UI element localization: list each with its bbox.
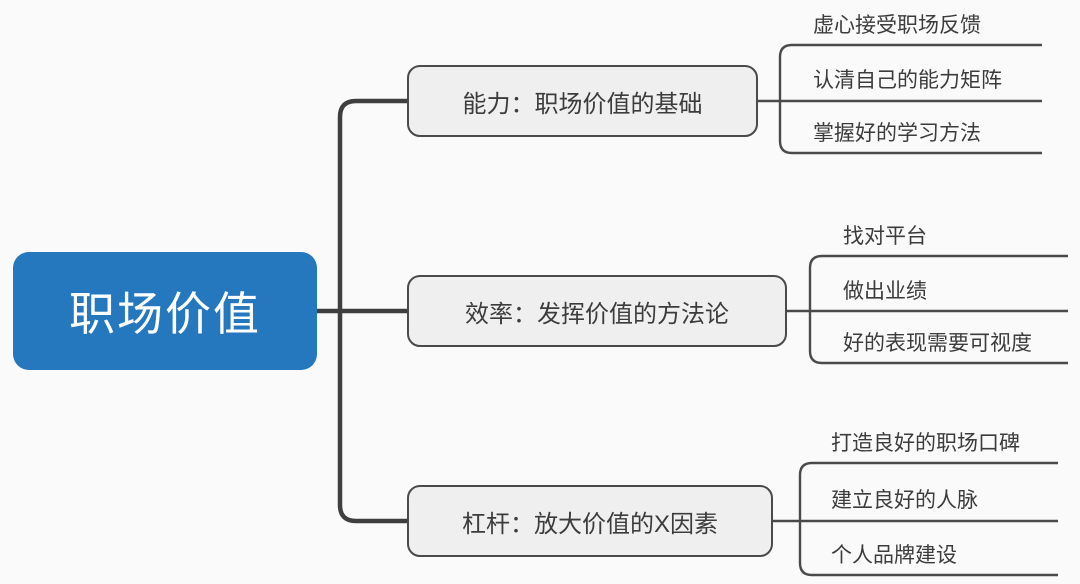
- root-topic[interactable]: 职场价值: [13, 252, 317, 370]
- leaf-topic-personal-brand[interactable]: 个人品牌建设: [831, 544, 957, 567]
- connector-branch3-leaf1: [798, 461, 1058, 521]
- leaf-topic-deliver-results[interactable]: 做出业绩: [843, 280, 927, 303]
- connector-branch2-leaf1: [808, 254, 1068, 311]
- branch-topic-leverage[interactable]: 杠杆：放大价值的X因素: [407, 485, 773, 557]
- leaf-topic-feedback[interactable]: 虚心接受职场反馈: [813, 14, 981, 37]
- connector-branch3-leaf3: [798, 521, 1058, 577]
- connector-branch1-leaf1: [778, 43, 1042, 101]
- leaf-topic-learning-methods[interactable]: 掌握好的学习方法: [813, 122, 981, 145]
- connector-branch2-leaf3: [808, 311, 1068, 365]
- leaf-topic-ability-matrix[interactable]: 认清自己的能力矩阵: [813, 69, 1002, 92]
- branch-topic-efficiency[interactable]: 效率：发挥价值的方法论: [407, 275, 787, 347]
- leaf-topic-right-platform[interactable]: 找对平台: [843, 225, 927, 248]
- leaf-topic-visibility[interactable]: 好的表现需要可视度: [843, 332, 1032, 355]
- connector-branch1-leaf3: [778, 101, 1042, 155]
- leaf-topic-reputation[interactable]: 打造良好的职场口碑: [831, 432, 1020, 455]
- connector-root-branch1: [337, 98, 407, 311]
- branch-topic-ability[interactable]: 能力：职场价值的基础: [407, 65, 758, 137]
- leaf-topic-network[interactable]: 建立良好的人脉: [831, 489, 978, 512]
- connector-root-branch3: [337, 311, 407, 524]
